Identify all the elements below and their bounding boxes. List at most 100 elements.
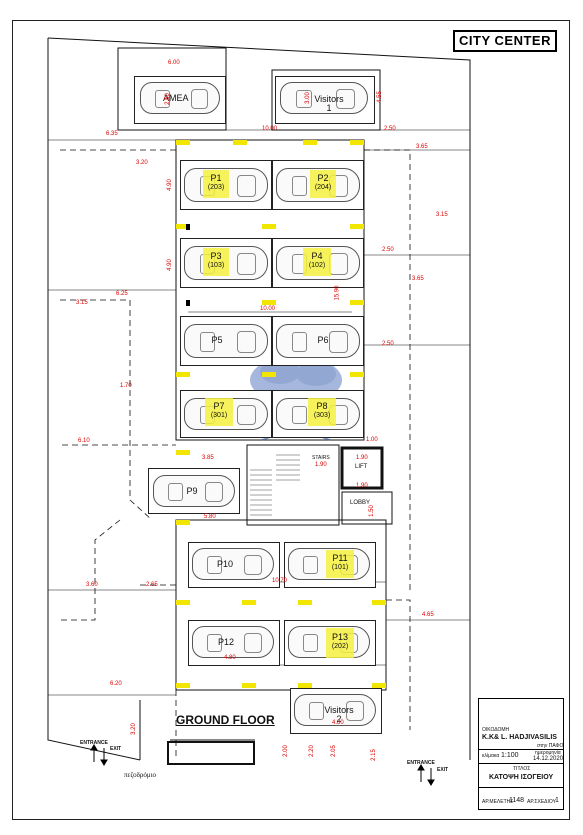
column-marker [176, 224, 190, 229]
dimension-label: 6.10 [78, 438, 90, 444]
dimension-label: 1.90 [315, 462, 327, 468]
drawing-title: ΚΑΤΟΨΗ ΙΣΟΓΕΙΟΥ [489, 774, 554, 781]
dimension-label: 5.80 [204, 514, 216, 520]
dimension-label: 3.15 [76, 300, 88, 306]
owner-name: K.K& L. HADJIVASILIS [482, 734, 557, 741]
dimension-label: 3.65 [416, 144, 428, 150]
slot-label-p2: P2(204) [314, 173, 332, 192]
slot-highlight [310, 170, 336, 198]
dimension-label: 4.65 [422, 612, 434, 618]
dimension-label: 2.05 [330, 745, 337, 757]
dimension-label: 4.80 [224, 655, 236, 661]
dimension-label: 1.90 [356, 483, 368, 489]
column-marker [176, 683, 190, 688]
column-marker [176, 372, 190, 377]
title-caption: ΤΙΤΛΟΣ [513, 766, 531, 772]
car-icon [192, 548, 274, 580]
column-marker [298, 683, 312, 688]
stairs-label: STAIRS [312, 455, 330, 461]
project-number: 1148 [509, 797, 525, 804]
slot-label-visitors-1: Visitors 1 [314, 94, 344, 113]
column-marker [298, 600, 312, 605]
dimension-label: 6.20 [110, 681, 122, 687]
slot-label-p6: P6 [317, 335, 329, 345]
floor-title: GROUND FLOOR [176, 713, 275, 727]
column-marker [176, 140, 190, 145]
dimension-label: 10.00 [260, 306, 276, 312]
car-icon [192, 626, 274, 658]
column-marker [372, 683, 386, 688]
lift-label: LIFT [355, 464, 368, 470]
dimension-label: 1.50 [368, 505, 375, 517]
exit-left-label: EXIT [110, 746, 122, 752]
dimension-label: 3.20 [136, 160, 148, 166]
column-marker [350, 224, 364, 229]
location: στην ΠΑΦΟ [537, 743, 564, 749]
column-marker-black [186, 224, 190, 230]
slot-label-visitors-2: Visitors 2 [324, 705, 354, 724]
dimension-label: 2.50 [382, 247, 394, 253]
slot-label-p11: P11(101) [331, 553, 349, 572]
slot-label-p10: P10 [216, 559, 233, 569]
dimension-label: 10.70 [272, 578, 288, 584]
owner-caption: ΟΙΚΟΔΟΜΗ [482, 727, 510, 733]
slot-label-p1: P1(203) [207, 173, 225, 192]
dimension-label: 4.80 [332, 720, 344, 726]
car-icon [276, 324, 360, 358]
street-label: πεζοδρόμιο [124, 771, 157, 779]
date-caption: ημερομηνία [535, 750, 561, 756]
slot-label-p13: P13(202) [331, 632, 349, 651]
exit-right-label: EXIT [437, 767, 449, 773]
dimension-label: 2.00 [282, 745, 289, 757]
slot-label-p9: P9 [186, 486, 198, 496]
slot-label-p4: P4(102) [308, 251, 326, 270]
entrance-left-label: ENTRANCE [80, 740, 108, 746]
lobby-label: LOBBY [350, 500, 371, 506]
dimension-label: 3.15 [436, 212, 448, 218]
dimension-label: 4.90 [166, 259, 173, 271]
dimension-label: 3.85 [202, 455, 214, 461]
dimension-label: 4.55 [376, 91, 383, 103]
dimension-label: 2.20 [308, 745, 315, 757]
column-marker [176, 450, 190, 455]
project-title: CITY CENTER [453, 30, 557, 52]
sheet-number: 1 [555, 797, 559, 804]
dimension-label: 3.00 [304, 92, 311, 104]
dimension-label: 1.70 [120, 383, 132, 389]
column-marker [262, 224, 276, 229]
dimension-label: 2.50 [384, 126, 396, 132]
slot-highlight [326, 628, 354, 658]
column-marker [176, 600, 190, 605]
column-marker-black [186, 300, 190, 306]
date-value: 14.12.2020 [533, 756, 564, 762]
slot-label-p12: P12 [217, 637, 234, 647]
scale-value: 1:100 [501, 752, 519, 759]
slot-highlight [308, 398, 336, 426]
column-marker [262, 300, 276, 305]
car-icon [184, 324, 268, 358]
car-icon [153, 475, 235, 507]
dimension-label: 2.50 [164, 93, 171, 105]
drawing-frame [12, 20, 570, 820]
column-marker [350, 140, 364, 145]
car-icon [140, 82, 220, 114]
car-icon [280, 82, 368, 114]
slot-label-p3: P3(103) [207, 251, 225, 270]
slot-label-p7: P7(301) [210, 401, 228, 420]
dimension-label: 1.00 [366, 437, 378, 443]
project-caption: ΑΡ.ΜΕΛΕΤΗΣ [482, 799, 514, 805]
column-marker [233, 140, 247, 145]
dimension-label: 6.00 [168, 60, 180, 66]
slot-highlight [203, 248, 229, 276]
column-marker [372, 600, 386, 605]
column-marker [242, 683, 256, 688]
column-marker [262, 372, 276, 377]
dimension-label: 4.90 [166, 179, 173, 191]
column-marker [350, 372, 364, 377]
dimension-label: 1.90 [356, 455, 368, 461]
scale-caption: κλίμακα [482, 753, 500, 759]
entrance-right-label: ENTRANCE [407, 760, 435, 766]
column-marker [176, 520, 190, 525]
slot-label-p5: P5 [211, 335, 223, 345]
slot-label-amea: AMEA [163, 93, 189, 103]
